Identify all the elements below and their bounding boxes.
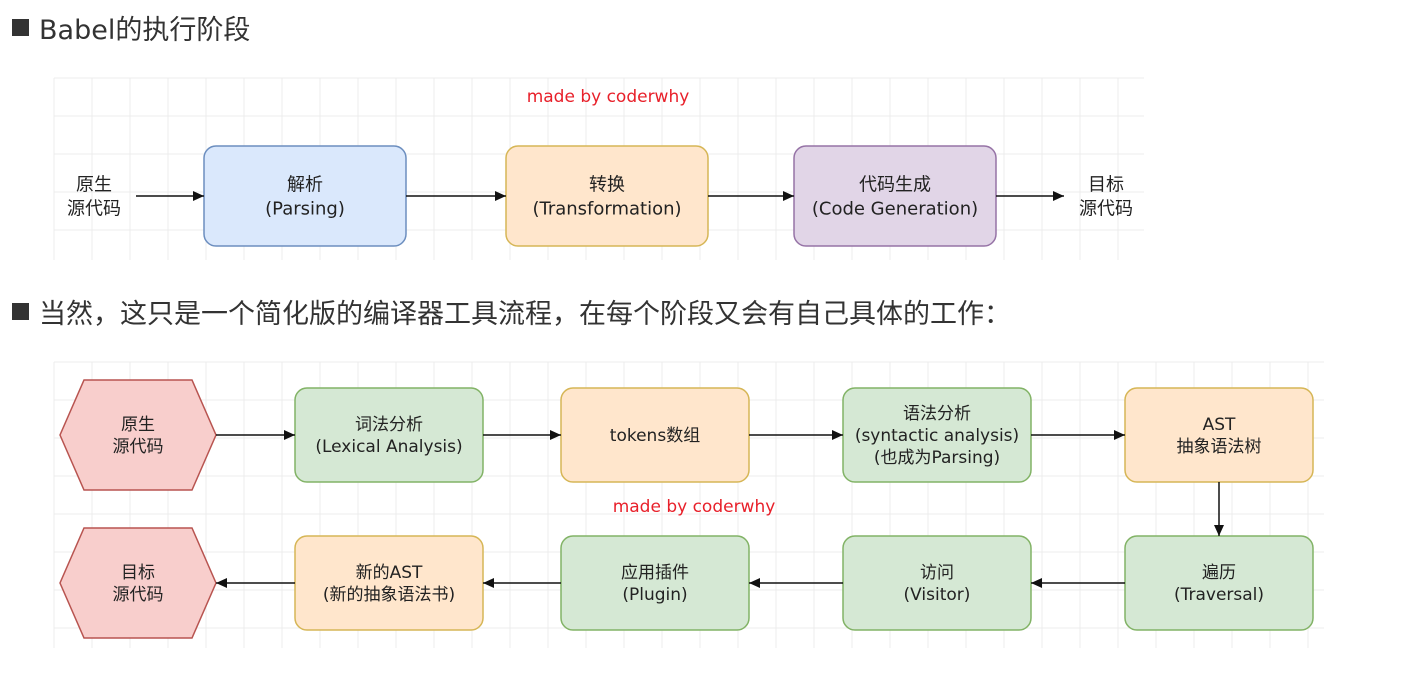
section-heading-detailed-flow: 当然，这只是一个简化版的编译器工具流程，在每个阶段又会有自己具体的工作： (12, 292, 1011, 331)
target-code-label-line: 源代码 (1079, 198, 1133, 219)
visitor-box-label-line: 访问 (920, 563, 954, 583)
transformation-stage-box (505, 145, 709, 247)
parsing-stage-box-label-line: 解析 (287, 174, 323, 195)
source-code-label: 原生源代码 (67, 174, 121, 219)
source-code-label-line: 源代码 (113, 437, 164, 457)
lexical-analysis-box-label-line: 词法分析 (355, 415, 423, 435)
plugin-box-label-line: (Plugin) (622, 585, 687, 605)
transformation-stage-box-label-line: 转换 (589, 174, 625, 195)
arrow-source-to-lexical-head (284, 430, 295, 440)
arrow-generation-to-target-head (1053, 191, 1064, 201)
section-heading-babel-stages: Babel的执行阶段 (12, 8, 250, 47)
arrow-row1-2-head (1114, 430, 1125, 440)
target-code-label-line: 源代码 (113, 585, 164, 605)
code-generation-stage-box-label-line: (Code Generation) (812, 198, 978, 219)
arrow-parsing-to-transformation-head (495, 191, 506, 201)
lexical-analysis-box-label-line: (Lexical Analysis) (315, 437, 462, 457)
transformation-stage-box-label-line: (Transformation) (532, 198, 681, 219)
source-code-label-line: 原生 (76, 174, 112, 195)
arrow-source-to-parsing-head (193, 191, 204, 201)
code-generation-stage-box-label: 代码生成 (Code Generation) (812, 174, 978, 219)
bullet-square-icon (12, 19, 29, 36)
target-code-hexagon (59, 527, 217, 639)
ast-box-label-line: AST (1203, 415, 1236, 435)
heading-2-text: 当然，这只是一个简化版的编译器工具流程，在每个阶段又会有自己具体的工作： (39, 299, 1011, 330)
parsing-stage-box-label-line: (Parsing) (265, 198, 345, 219)
tokens-array-box-label: tokens数组 (610, 426, 700, 446)
heading-1-text: Babel的执行阶段 (39, 15, 251, 46)
tokens-array-box-label-line: tokens数组 (610, 426, 700, 446)
arrow-row2-0-head (1031, 578, 1042, 588)
parsing-stage-box (203, 145, 407, 247)
traversal-box-label-line: 遍历 (1202, 563, 1236, 583)
new-ast-box-label-line: (新的抽象语法书) (323, 585, 455, 605)
source-code-label-line: 源代码 (67, 198, 121, 219)
code-generation-stage-box (793, 145, 997, 247)
watermark-label: made by coderwhy (527, 87, 690, 107)
arrow-transformation-to-generation-head (783, 191, 794, 201)
source-code-label-line: 原生 (121, 415, 155, 435)
code-generation-stage-box-label-line: 代码生成 (859, 174, 931, 195)
arrow-row1-1-head (832, 430, 843, 440)
visitor-box-label-line: (Visitor) (904, 585, 971, 605)
new-ast-box-label: 新的AST(新的抽象语法书) (323, 563, 455, 605)
ast-box-label-line: 抽象语法树 (1177, 437, 1262, 457)
arrow-row2-1-head (749, 578, 760, 588)
arrow-row2-2-head (483, 578, 494, 588)
arrow-ast-to-traversal-head (1214, 525, 1224, 536)
transformation-stage-box-label: 转换 (Transformation) (532, 174, 681, 219)
target-code-label: 目标源代码 (113, 563, 164, 605)
watermark-label: made by coderwhy (613, 497, 776, 517)
bullet-square-icon (12, 303, 29, 320)
target-code-label: 目标源代码 (1079, 174, 1133, 219)
new-ast-box-label-line: 新的AST (356, 563, 423, 583)
source-code-label: 原生源代码 (113, 415, 164, 457)
target-code-label-line: 目标 (1088, 174, 1124, 195)
parsing-stage-box-label: 解析 (Parsing) (265, 174, 345, 219)
lexical-analysis-box-label: 词法分析(Lexical Analysis) (315, 415, 462, 457)
target-code-label-line: 目标 (121, 563, 155, 583)
syntactic-analysis-box-label-line: (syntactic analysis) (855, 426, 1019, 446)
traversal-box-label-line: (Traversal) (1174, 585, 1264, 605)
traversal-box-label: 遍历(Traversal) (1174, 563, 1264, 605)
arrow-row1-0-head (550, 430, 561, 440)
syntactic-analysis-box-label-line: (也成为Parsing) (874, 448, 1000, 468)
visitor-box-label: 访问(Visitor) (904, 563, 971, 605)
plugin-box-label-line: 应用插件 (621, 563, 689, 583)
syntactic-analysis-box-label: 语法分析(syntactic analysis)(也成为Parsing) (855, 404, 1019, 468)
source-code-hexagon (59, 379, 217, 491)
arrow-new-ast-to-target-head (216, 578, 227, 588)
plugin-box-label: 应用插件(Plugin) (621, 563, 689, 605)
babel-stages-diagram: made by coderwhy原生源代码目标源代码解析(Parsing)转换(… (53, 77, 1144, 260)
syntactic-analysis-box-label-line: 语法分析 (903, 404, 971, 424)
